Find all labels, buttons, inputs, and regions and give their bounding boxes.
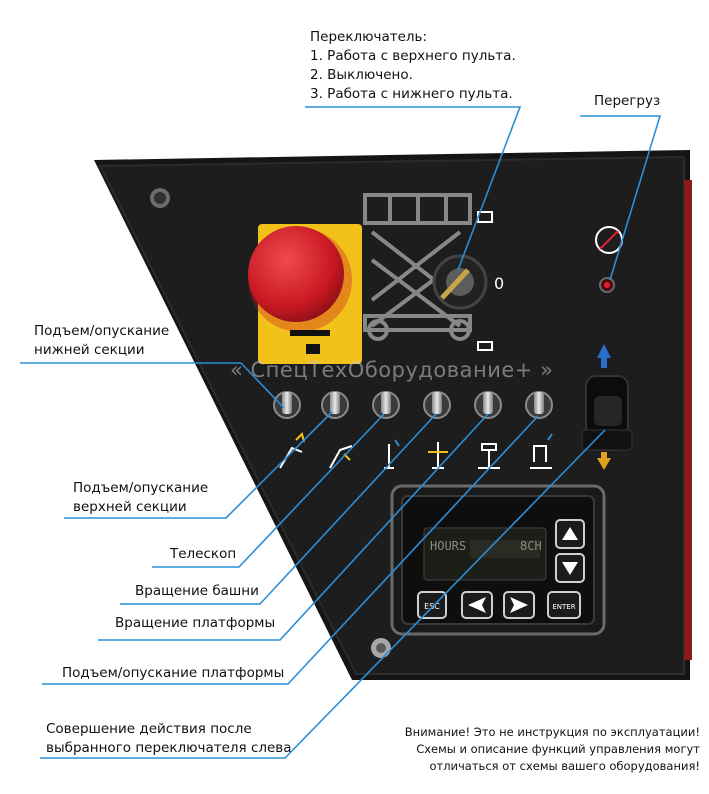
toggle-switch-2[interactable] — [321, 391, 349, 419]
lcd-right-text: 8CH — [520, 539, 542, 553]
label-tower-rotation: Вращение башни — [135, 583, 259, 599]
switch-caption-line-1: 1. Работа с верхнего пульта. — [310, 48, 516, 64]
disclaimer-line-3: отличаться от схемы вашего оборудования! — [429, 759, 700, 773]
label-telescope: Телескоп — [170, 546, 237, 562]
label-joystick-action-line-2: выбранного переключателя слева — [46, 740, 292, 756]
watermark: « СпецТехОборудование+ » — [230, 358, 554, 382]
switch-caption-line-3: 3. Работа с нижнего пульта. — [310, 86, 513, 102]
lcd-screen — [423, 527, 547, 581]
joystick[interactable] — [581, 375, 633, 451]
overload-label: Перегруз — [594, 93, 661, 109]
label-joystick-action: Совершение действия после выбранного пер… — [46, 720, 292, 758]
enter-button-label: ENTER — [552, 603, 575, 611]
label-joystick-action-line-1: Совершение действия после — [46, 721, 252, 737]
label-upper-section: Подъем/опускание верхней секции — [73, 479, 208, 517]
screw-bottom — [371, 638, 391, 658]
switch-caption-line-2: 2. Выключено. — [310, 67, 413, 83]
key-switch[interactable] — [432, 254, 488, 310]
disclaimer-line-1: Внимание! Это не инструкция по эксплуата… — [404, 725, 700, 739]
label-lower-section: Подъем/опускание нижней секции — [34, 322, 169, 360]
label-platform-rotation: Вращение платформы — [115, 615, 276, 631]
label-lower-section-line-2: нижней секции — [34, 342, 145, 358]
emergency-stop-button[interactable] — [248, 224, 362, 364]
bottom-control-icon — [477, 341, 493, 351]
switch-caption: Переключатель: 1. Работа с верхнего пуль… — [310, 28, 516, 104]
joystick-up-arrow-icon — [597, 344, 611, 368]
label-upper-section-line-2: верхней секции — [73, 499, 187, 515]
up-button[interactable] — [555, 519, 585, 549]
disclaimer-line-2: Схемы и описание функций управления могу… — [416, 742, 700, 756]
label-lower-section-line-1: Подъем/опускание — [34, 323, 170, 339]
keyswitch-off-mark: 0 — [494, 274, 504, 293]
toggle-switch-3[interactable] — [372, 391, 400, 419]
toggle-switch-6[interactable] — [525, 391, 553, 419]
lcd-hours: HOURS — [430, 539, 466, 553]
down-button[interactable] — [555, 553, 585, 583]
label-upper-section-line-1: Подъем/опускание — [73, 480, 209, 496]
toggle-switch-4[interactable] — [423, 391, 451, 419]
label-platform-lift: Подъем/опускание платформы — [62, 665, 285, 681]
esc-button-label: ESC — [424, 602, 440, 611]
toggle-switch-5[interactable] — [474, 391, 502, 419]
disclaimer-note: Внимание! Это не инструкция по эксплуата… — [398, 724, 700, 775]
screw-top-left — [150, 188, 170, 208]
left-button[interactable] — [461, 591, 493, 619]
right-button[interactable] — [503, 591, 535, 619]
switch-caption-title: Переключатель: — [310, 29, 428, 45]
toggle-switch-1[interactable] — [273, 391, 301, 419]
